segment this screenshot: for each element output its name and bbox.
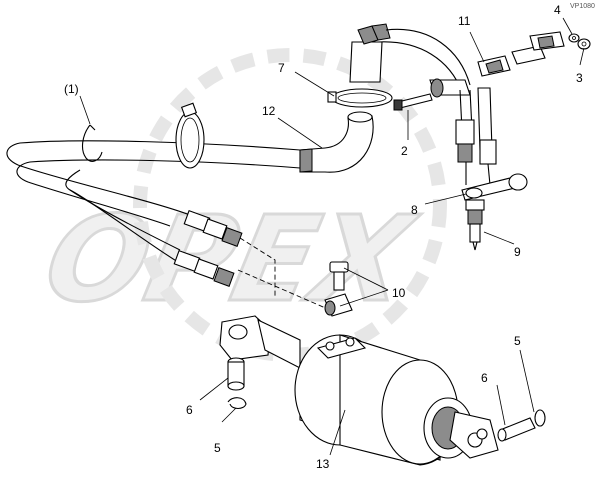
cylinder-clevis bbox=[219, 315, 301, 369]
hose-fittings bbox=[173, 209, 243, 287]
callout-8: 8 bbox=[411, 203, 418, 217]
hose-lines bbox=[6, 140, 331, 311]
callout-4: 4 bbox=[554, 3, 561, 17]
callout-10: 10 bbox=[392, 286, 406, 300]
leader-lines bbox=[79, 17, 585, 456]
part-12-elbow-hose bbox=[299, 111, 374, 173]
callout-1: (1) bbox=[64, 82, 79, 96]
callout-12: 12 bbox=[262, 104, 276, 118]
part-6-pin-left bbox=[227, 357, 245, 391]
callout-11: 11 bbox=[458, 14, 471, 28]
part-4-washer bbox=[568, 33, 580, 43]
callout-7: 7 bbox=[278, 61, 285, 75]
callout-5-left: 5 bbox=[214, 441, 221, 455]
part-9-sensor bbox=[465, 199, 485, 251]
part-10-fittings bbox=[324, 261, 353, 317]
part-1-clip bbox=[81, 124, 103, 162]
right-hoses bbox=[455, 87, 497, 186]
callout-5-right: 5 bbox=[514, 334, 521, 348]
callout-6-right: 6 bbox=[481, 371, 488, 385]
callout-labels: (1) 2 3 4 5 5 6 6 7 8 9 10 11 12 13 bbox=[64, 3, 583, 471]
part-2-bolt-bracket bbox=[393, 78, 471, 111]
rod-end-clevis bbox=[449, 411, 499, 459]
part-7-hose-clamp bbox=[327, 88, 393, 108]
part-5-clip-right bbox=[534, 409, 546, 427]
callout-6-left: 6 bbox=[186, 403, 193, 417]
watermark-text: OPEX bbox=[34, 191, 427, 328]
hose-clamp bbox=[175, 102, 205, 169]
part-13-cylinder bbox=[294, 334, 473, 466]
callout-2: 2 bbox=[401, 144, 408, 158]
part-5-clip-left bbox=[227, 397, 247, 410]
part-3-nut bbox=[577, 38, 591, 50]
callout-13: 13 bbox=[316, 457, 330, 471]
callout-9: 9 bbox=[514, 245, 521, 259]
part-8-wire-terminal bbox=[461, 173, 528, 201]
part-6-pin-right bbox=[497, 417, 536, 442]
upper-hose bbox=[349, 23, 471, 93]
watermark: OPEX bbox=[32, 48, 447, 362]
corner-code: VP1080 bbox=[570, 3, 595, 10]
callout-3: 3 bbox=[576, 71, 583, 85]
part-11-clamp bbox=[477, 31, 565, 77]
